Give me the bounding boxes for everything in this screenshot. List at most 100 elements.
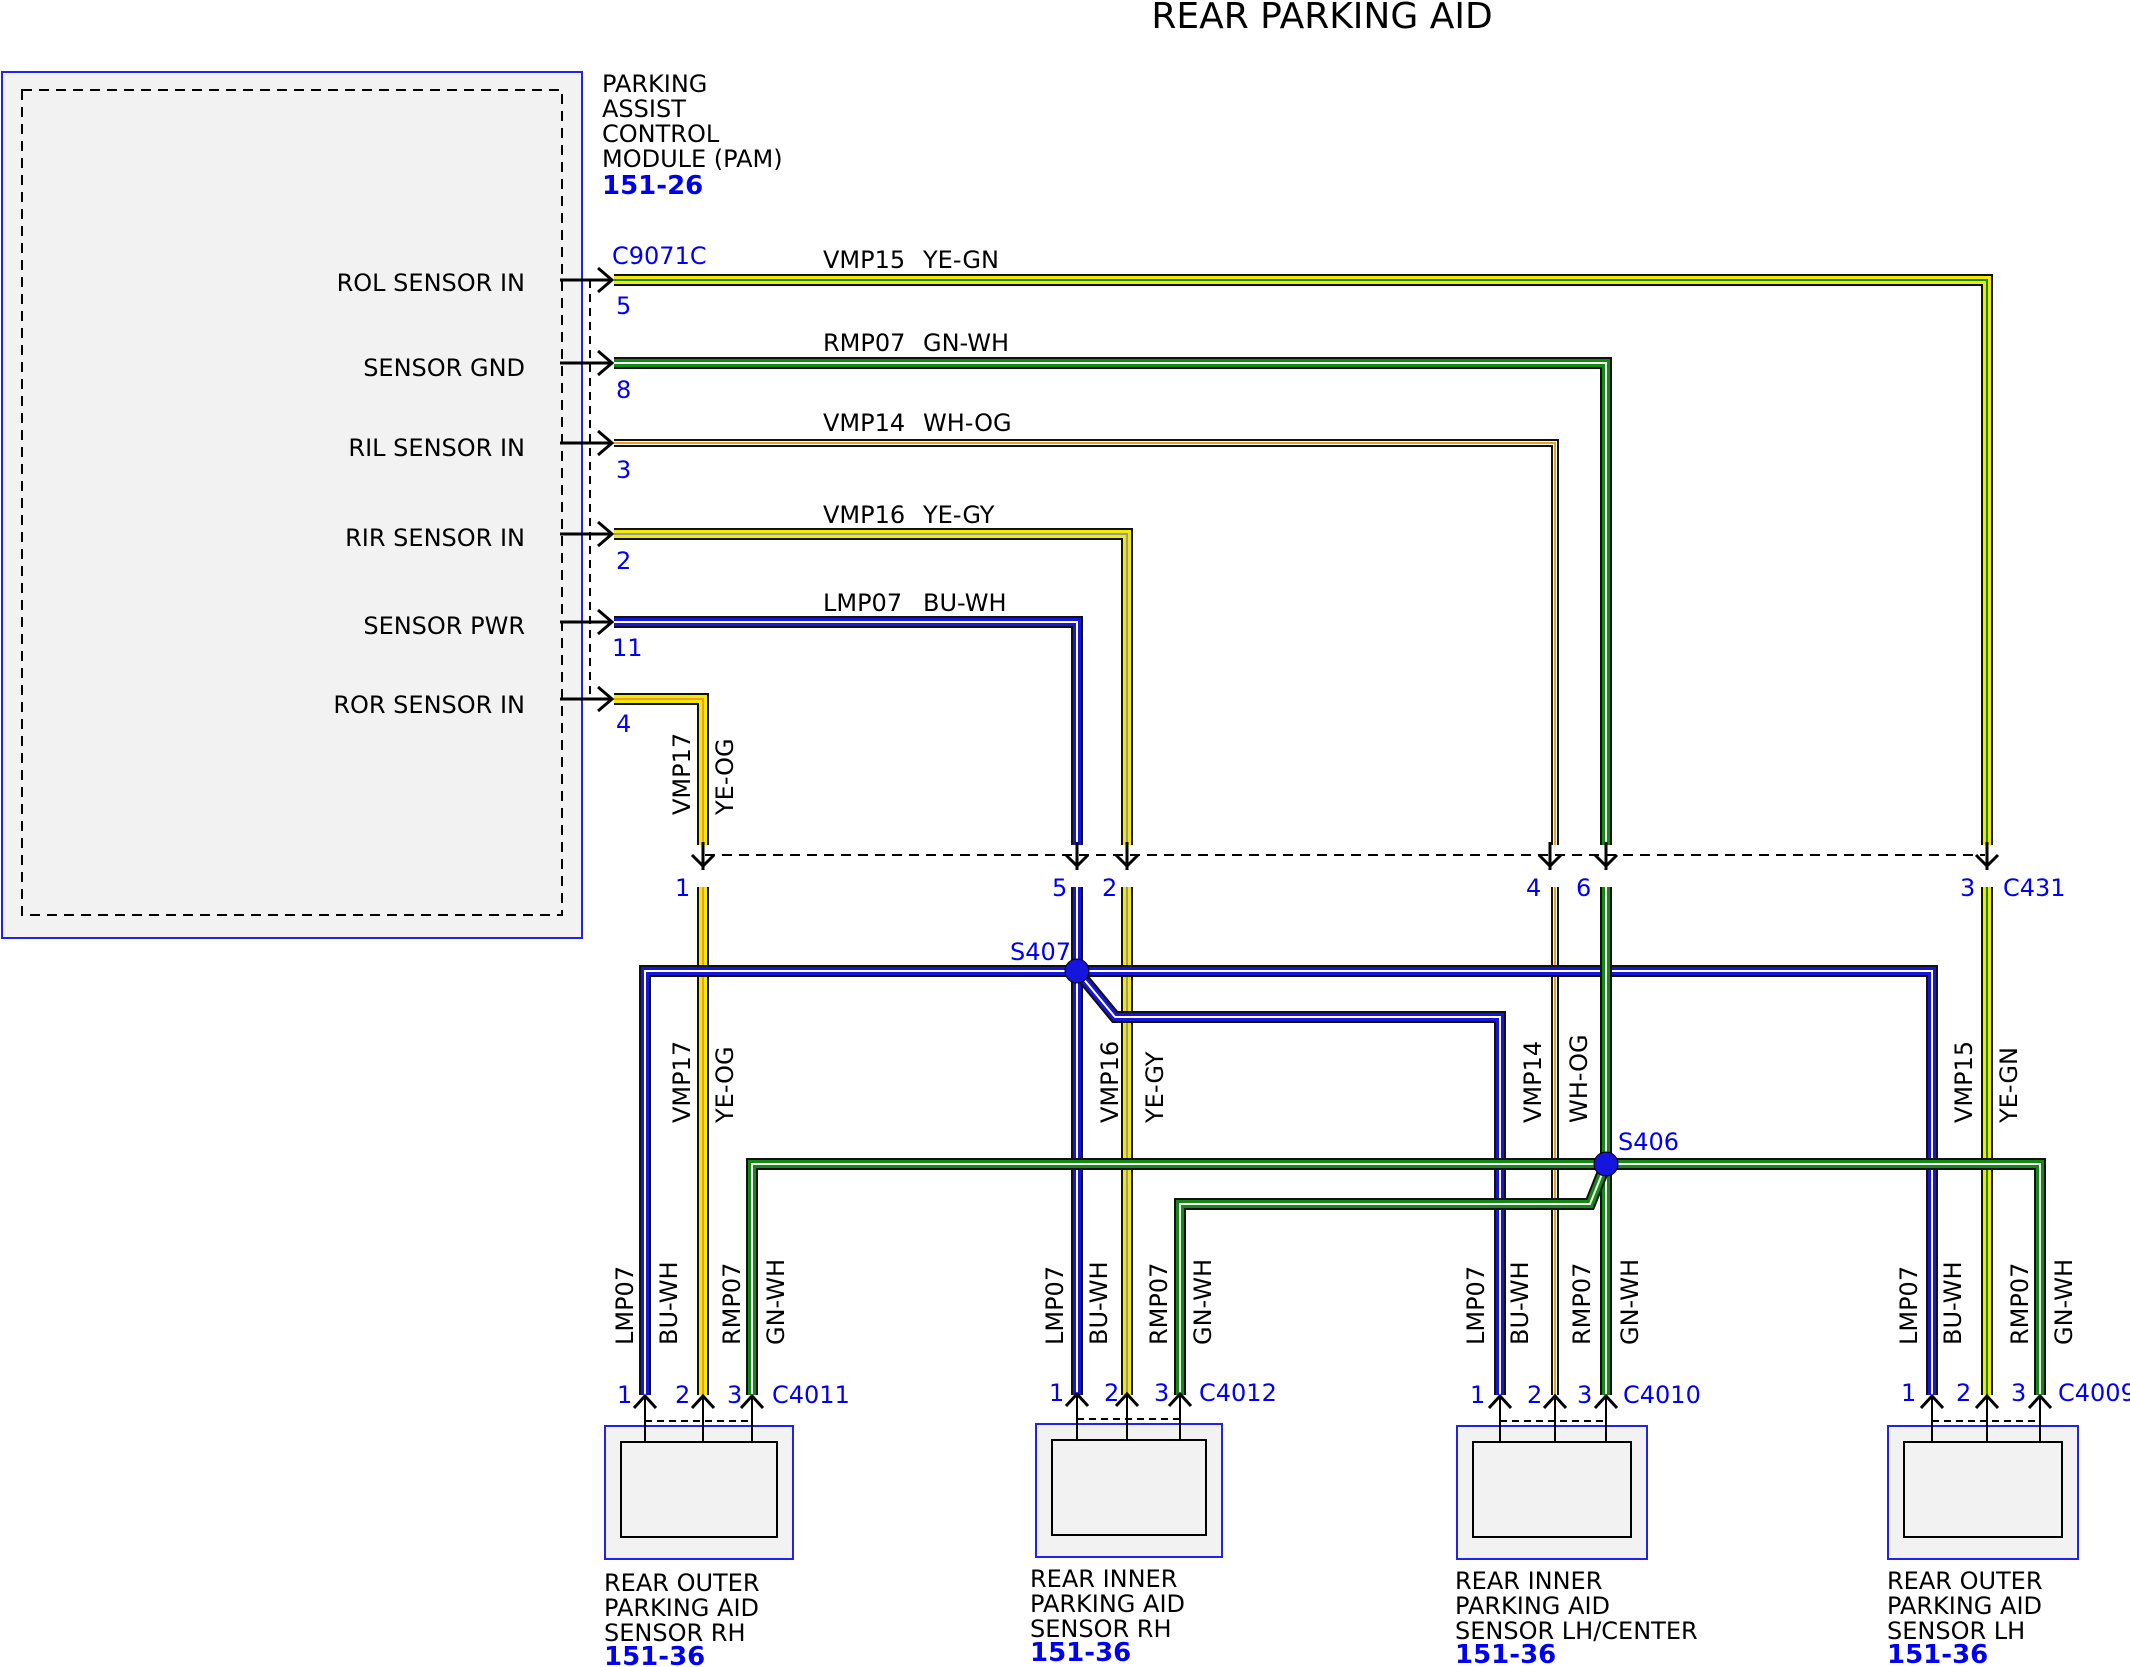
sensor-3-name-1: REAR INNER [1455, 1567, 1602, 1595]
sensor-1-name-1: REAR OUTER [604, 1569, 760, 1597]
pin-number-2: 2 [616, 547, 631, 575]
wire-label-lmp07: LMP07 [823, 589, 902, 617]
sensor-4-pin-3: 3 [2011, 1379, 2026, 1407]
s4-gn-wh: GN-WH [2050, 1259, 2078, 1345]
wire-vmp17-upper [614, 693, 709, 845]
pam-name-line-3: CONTROL [602, 120, 720, 148]
sensor-3-name-2: PARKING AID [1455, 1592, 1610, 1620]
vlabel-vmp17-lower: VMP17 [668, 1041, 696, 1123]
wire-rmp07-upper [614, 357, 1612, 845]
wire-color-wh-og: WH-OG [923, 409, 1012, 437]
sensor-4-name-2: PARKING AID [1887, 1592, 2042, 1620]
c431-label: C431 [2003, 874, 2066, 902]
s1-rmp07: RMP07 [718, 1263, 746, 1345]
sensor-4-pin-1: 1 [1901, 1379, 1916, 1407]
sensor-1-connector: C4011 [772, 1381, 850, 1409]
wire-color-bu-wh: BU-WH [923, 589, 1007, 617]
sensor-layer [604, 1391, 2079, 1560]
wire-lmp07-to-s4 [1077, 965, 1938, 1395]
pin-number-5: 5 [616, 292, 631, 320]
wire-vmp15-upper [614, 274, 1993, 845]
wire-color-gn-wh: GN-WH [923, 329, 1009, 357]
s3-lmp07: LMP07 [1462, 1266, 1490, 1345]
splice-s406 [1593, 1151, 1619, 1177]
s3-gn-wh: GN-WH [1616, 1259, 1644, 1345]
pin-label-rol-sensor-in: ROL SENSOR IN [337, 269, 525, 297]
sensor-3-name-3: SENSOR LH/CENTER [1455, 1617, 1698, 1645]
pin-number-4: 4 [616, 710, 631, 738]
c431-pin-6: 6 [1576, 874, 1591, 902]
c431-pin-2: 2 [1102, 874, 1117, 902]
sensor-3-connector: C4010 [1623, 1381, 1701, 1409]
sensor-2-name-2: PARKING AID [1030, 1590, 1185, 1618]
sensor-1-name-2: PARKING AID [604, 1594, 759, 1622]
vlabel-vmp16: VMP16 [1096, 1041, 1124, 1123]
sensor-4-name-3: SENSOR LH [1887, 1617, 2025, 1645]
sensor-wire-labels: LMP07 BU-WH RMP07 GN-WH LMP07 BU-WH RMP0… [611, 1259, 2078, 1345]
s1-bu-wh: BU-WH [655, 1262, 683, 1346]
vlabel-vmp15: VMP15 [1950, 1041, 1978, 1123]
wire-rmp07-to-s2 [1174, 1161, 1612, 1395]
sensor-1-pin-2: 2 [675, 1381, 690, 1409]
s4-lmp07: LMP07 [1895, 1266, 1923, 1345]
vlabel-vmp14: VMP14 [1519, 1041, 1547, 1123]
s2-rmp07: RMP07 [1145, 1263, 1173, 1345]
s2-gn-wh: GN-WH [1189, 1259, 1217, 1345]
wire-lmp07-to-s1 [639, 965, 1077, 1395]
c431-pin-3: 3 [1960, 874, 1975, 902]
pin-label-ror-sensor-in: ROR SENSOR IN [333, 691, 525, 719]
wire-layer [614, 274, 2046, 1395]
sensor-3-pin-2: 2 [1527, 1381, 1542, 1409]
sensor-2-pin-1: 1 [1049, 1379, 1064, 1407]
pam-connector-arrows [560, 266, 615, 713]
pin-number-8: 8 [616, 376, 631, 404]
diagram-title: REAR PARKING AID [1151, 0, 1492, 37]
sensor-1: 1 2 3 C4011 REAR OUTER PARKING AID SENSO… [604, 1381, 850, 1667]
pin-number-11: 11 [612, 634, 643, 662]
wire-label-vmp16: VMP16 [823, 501, 905, 529]
vlabel-ye-gy: YE-GY [1141, 1051, 1169, 1124]
pam-module [1, 71, 583, 939]
wire-rmp07-to-s1 [746, 1158, 1606, 1395]
pin-number-3: 3 [616, 456, 631, 484]
sensor-3-pin-3: 3 [1577, 1381, 1592, 1409]
c431-pin-1: 1 [675, 874, 690, 902]
vlabel-ye-og-upper: YE-OG [711, 738, 739, 816]
sensor-2-ref: 151-36 [1030, 1638, 1131, 1667]
sensor-box-4 [1887, 1393, 2079, 1560]
sensor-4-connector: C4009 [2058, 1379, 2130, 1407]
vlabel-ye-og-lower: YE-OG [711, 1046, 739, 1124]
pam-connector-label: C9071C [612, 242, 707, 270]
c431-pin-5: 5 [1052, 874, 1067, 902]
pam-name-line-1: PARKING [602, 70, 707, 98]
c431-arrows [690, 842, 2000, 870]
wire-lmp07-to-s3 [1072, 967, 1506, 1395]
sensor-2-name-1: REAR INNER [1030, 1565, 1177, 1593]
sensor-4-ref: 151-36 [1887, 1640, 1988, 1667]
s3-bu-wh: BU-WH [1506, 1262, 1534, 1346]
sensor-3-ref: 151-36 [1455, 1640, 1556, 1667]
sensor-2-pin-2: 2 [1104, 1379, 1119, 1407]
vlabel-vmp17-upper: VMP17 [668, 733, 696, 815]
sensor-2: 1 2 3 C4012 REAR INNER PARKING AID SENSO… [1030, 1379, 1277, 1667]
sensor-3-pin-1: 1 [1470, 1381, 1485, 1409]
pam-name-line-4: MODULE (PAM) [602, 145, 783, 173]
sensor-4-name-1: REAR OUTER [1887, 1567, 2043, 1595]
sensor-2-name-3: SENSOR RH [1030, 1615, 1172, 1643]
sensor-1-name-3: SENSOR RH [604, 1619, 746, 1647]
wire-rmp07-to-s4 [1606, 1158, 2046, 1395]
wire-label-vmp15: VMP15 [823, 246, 905, 274]
s1-lmp07: LMP07 [611, 1266, 639, 1345]
splice-s407 [1064, 958, 1090, 984]
sensor-4-pin-2: 2 [1956, 1379, 1971, 1407]
s2-bu-wh: BU-WH [1085, 1262, 1113, 1346]
pin-label-sensor-gnd: SENSOR GND [363, 354, 525, 382]
sensor-2-pin-3: 3 [1154, 1379, 1169, 1407]
sensor-1-ref: 151-36 [604, 1642, 705, 1667]
splice-s407-label: S407 [1010, 938, 1071, 966]
pin-label-rir-sensor-in: RIR SENSOR IN [345, 524, 525, 552]
sensor-1-pin-1: 1 [617, 1381, 632, 1409]
sensor-3: 1 2 3 C4010 REAR INNER PARKING AID SENSO… [1455, 1381, 1701, 1667]
wire-label-vmp14: VMP14 [823, 409, 905, 437]
